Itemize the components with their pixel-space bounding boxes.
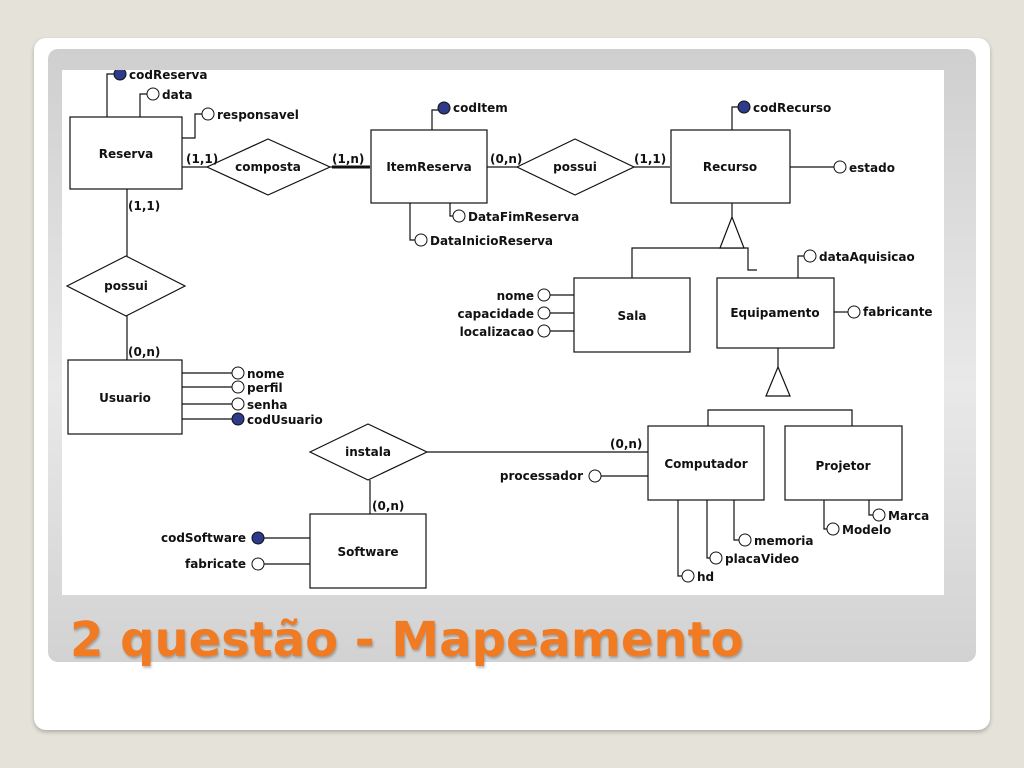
attr-data-aquisicao-label: dataAquisicao xyxy=(819,250,915,264)
attr-sala-nome-label: nome xyxy=(497,289,534,303)
attr-cod-recurso-label: codRecurso xyxy=(753,101,831,115)
attr-cod-usuario-key-icon xyxy=(231,412,245,426)
attr-data-label: data xyxy=(162,88,193,102)
attr-data-icon xyxy=(146,87,160,101)
card-reserva-composta: (1,1) xyxy=(186,152,218,166)
entity-usuario[interactable]: Usuario xyxy=(67,359,183,435)
attr-localizacao-icon xyxy=(537,324,551,338)
entity-recurso-label: Recurso xyxy=(703,160,757,174)
attribute-markers xyxy=(113,67,886,583)
entity-sala-label: Sala xyxy=(618,309,647,323)
cardinality-labels: (1,1) (1,n) (0,n) (1,1) (1,1) (0,n) (0,n… xyxy=(128,152,666,513)
attr-modelo-icon xyxy=(826,522,840,536)
relationship-composta[interactable]: composta xyxy=(205,138,332,196)
attr-hd-label: hd xyxy=(697,570,714,584)
entity-equipamento[interactable]: Equipamento xyxy=(716,277,835,349)
entity-computador[interactable]: Computador xyxy=(647,425,765,501)
entity-item-reserva-label: ItemReserva xyxy=(386,160,471,174)
card-recurso-possui: (1,1) xyxy=(634,152,666,166)
entity-software[interactable]: Software xyxy=(309,513,427,589)
entity-recurso[interactable]: Recurso xyxy=(670,129,791,204)
attr-marca-icon xyxy=(872,508,886,522)
relationship-possui-item-recurso[interactable]: possui xyxy=(515,138,636,196)
entity-software-label: Software xyxy=(337,545,398,559)
attr-processador-icon xyxy=(588,469,602,483)
attr-cod-software-key-icon xyxy=(251,531,265,545)
attr-placa-video-icon xyxy=(709,551,723,565)
card-software-instala: (0,n) xyxy=(372,499,404,513)
attr-cod-recurso-key-icon xyxy=(737,100,751,114)
attr-processador-label: processador xyxy=(500,469,583,483)
card-item-possui: (0,n) xyxy=(490,152,522,166)
attr-fabricante-icon xyxy=(847,305,861,319)
entity-projetor-label: Projetor xyxy=(815,459,870,473)
attr-cod-software-label: codSoftware xyxy=(161,531,246,545)
entity-usuario-label: Usuario xyxy=(99,391,151,405)
attr-responsavel-icon xyxy=(201,107,215,121)
attr-cod-usuario-label: codUsuario xyxy=(247,413,323,427)
attr-senha-label: senha xyxy=(247,398,287,412)
card-item-composta: (1,n) xyxy=(332,152,364,166)
card-reserva-possui: (1,1) xyxy=(128,199,160,213)
card-computador-instala: (0,n) xyxy=(610,437,642,451)
attr-modelo-label: Modelo xyxy=(842,523,891,537)
recurso-specialization-triangle xyxy=(719,215,745,249)
equipamento-specialization-triangle xyxy=(765,365,791,397)
attr-data-fim-reserva-label: DataFimReserva xyxy=(468,210,579,224)
attr-perfil-label: perfil xyxy=(247,381,283,395)
slide-title: 2 questão - Mapeamento xyxy=(70,612,744,668)
attr-capacidade-icon xyxy=(537,306,551,320)
er-diagram: Reserva ItemReserva Recurso Sala Equipam… xyxy=(62,67,944,595)
attr-cod-item-label: codItem xyxy=(453,101,508,115)
attribute-labels: codReserva data responsavel codItem Data… xyxy=(129,68,933,584)
entity-equipamento-label: Equipamento xyxy=(730,306,819,320)
attr-usuario-nome-label: nome xyxy=(247,367,284,381)
connector-lines xyxy=(106,73,873,577)
entity-reserva-label: Reserva xyxy=(99,147,154,161)
relationship-possui-reserva-usuario-label: possui xyxy=(104,279,148,293)
attr-marca-label: Marca xyxy=(888,509,929,523)
attr-fabricate-icon xyxy=(251,557,265,571)
card-usuario-possui: (0,n) xyxy=(128,345,160,359)
attr-data-inicio-reserva-icon xyxy=(414,233,428,247)
attr-estado-label: estado xyxy=(849,161,895,175)
attr-data-fim-reserva-icon xyxy=(452,209,466,223)
attr-sala-nome-icon xyxy=(537,288,551,302)
attr-placa-video-label: placaVideo xyxy=(725,552,799,566)
entity-projetor[interactable]: Projetor xyxy=(784,425,903,501)
attr-data-inicio-reserva-label: DataInicioReserva xyxy=(430,234,553,248)
relationship-possui-item-recurso-label: possui xyxy=(553,160,597,174)
attr-memoria-icon xyxy=(738,533,752,547)
attr-cod-item-key-icon xyxy=(437,101,451,115)
attr-senha-icon xyxy=(231,397,245,411)
attr-cod-reserva-key-icon xyxy=(113,67,127,81)
attr-cod-reserva-label: codReserva xyxy=(129,70,207,82)
relationship-instala-label: instala xyxy=(345,445,391,459)
attr-localizacao-label: localizacao xyxy=(460,325,534,339)
entity-reserva[interactable]: Reserva xyxy=(69,116,183,190)
relationship-instala[interactable]: instala xyxy=(308,423,429,481)
relationship-possui-reserva-usuario[interactable]: possui xyxy=(65,255,187,317)
attr-estado-icon xyxy=(833,160,847,174)
entity-item-reserva[interactable]: ItemReserva xyxy=(370,129,488,204)
entity-sala[interactable]: Sala xyxy=(573,277,691,353)
attr-usuario-nome-icon xyxy=(231,366,245,380)
attr-hd-icon xyxy=(681,569,695,583)
attr-fabricante-label: fabricante xyxy=(863,305,933,319)
relationship-composta-label: composta xyxy=(235,160,301,174)
attr-fabricate-label: fabricate xyxy=(185,557,246,571)
attr-capacidade-label: capacidade xyxy=(457,307,534,321)
attr-memoria-label: memoria xyxy=(754,534,814,548)
attr-perfil-icon xyxy=(231,380,245,394)
attr-data-aquisicao-icon xyxy=(803,249,817,263)
attr-responsavel-label: responsavel xyxy=(217,108,299,122)
entity-computador-label: Computador xyxy=(664,457,747,471)
